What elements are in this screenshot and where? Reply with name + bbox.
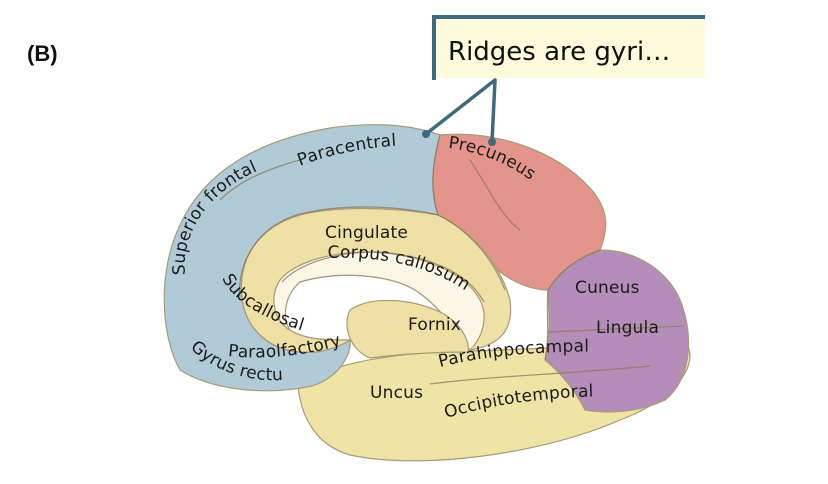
parietal-groove-line	[469, 159, 521, 231]
pointer-dot-precuneus	[488, 138, 496, 146]
label-cingulate: Cingulate	[325, 223, 408, 243]
cingulate-sulcus-line	[238, 206, 506, 301]
collateral-sulcus-line	[429, 365, 651, 385]
callout: Ridges are gyri…	[422, 15, 705, 146]
callout-box	[434, 17, 705, 78]
panel-label: (B)	[27, 41, 58, 66]
label-fornix: Fornix	[408, 315, 461, 335]
pointer-dot-paracentral	[422, 130, 430, 138]
callout-border	[432, 15, 705, 80]
central-sulcus-line	[432, 134, 441, 216]
callosal-sulcus-line	[281, 251, 485, 303]
label-cuneus: Cuneus	[575, 278, 640, 298]
calcarine-sulcus-line	[547, 325, 685, 333]
frontal-groove-line	[219, 159, 301, 201]
brain-regions	[163, 124, 691, 462]
callout-pointer-lines	[424, 78, 497, 144]
parieto-occipital-sulcus-line	[544, 249, 601, 361]
callout-text: Ridges are gyri…	[448, 37, 670, 67]
label-lingula: Lingula	[596, 318, 659, 338]
label-uncus: Uncus	[370, 383, 423, 403]
corpus-callosum-region	[273, 251, 485, 351]
fornix-region	[346, 299, 469, 359]
sulcus-lines	[219, 134, 685, 385]
